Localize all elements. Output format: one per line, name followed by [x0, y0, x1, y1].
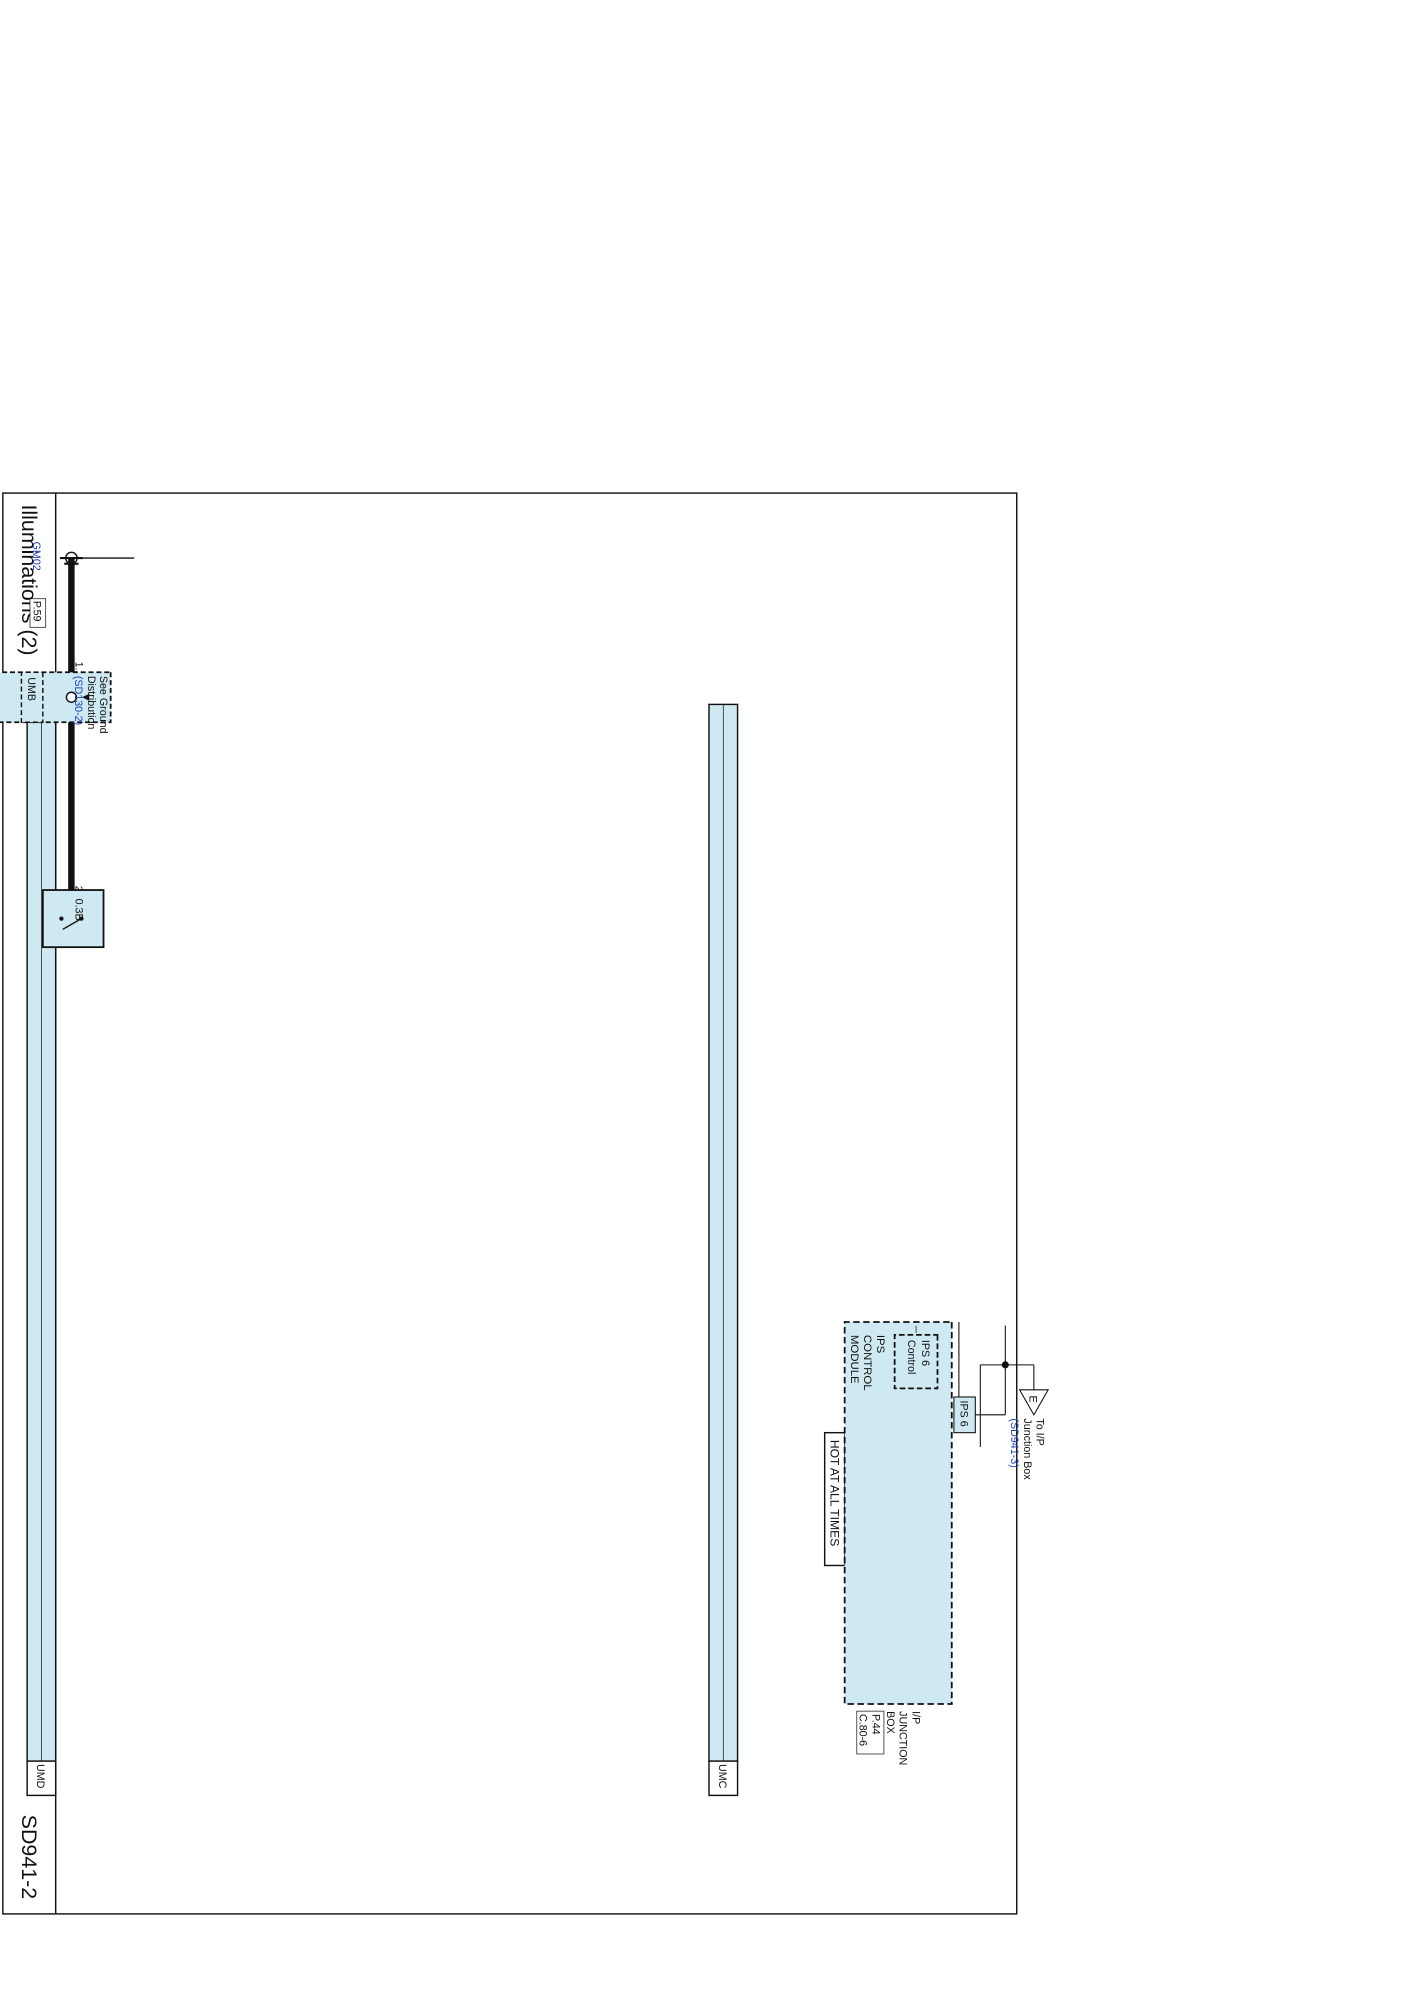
ips-module-text: IPSCONTROLMODULE — [848, 1335, 886, 1391]
ground-page-box — [29, 598, 47, 628]
switch-lever — [62, 917, 82, 930]
umc-end-box — [708, 1760, 739, 1797]
page-frame — [2, 492, 1018, 1915]
umd-end-box — [26, 1760, 57, 1797]
ground-ref: GM02 — [30, 542, 42, 571]
umc-label: UMC — [716, 1764, 728, 1789]
e-connector-ref: (SD941-3) — [1008, 1418, 1020, 1467]
e-letter: E — [1027, 1396, 1039, 1403]
ips6-control-text: IPS 6Control — [905, 1340, 931, 1375]
ground-dist-node — [65, 691, 78, 703]
ground-dist-arrow — [82, 693, 90, 701]
ipjb-ref-box — [856, 1710, 885, 1755]
ip-junction-box — [843, 1321, 953, 1705]
e-connector-triangle — [1018, 1389, 1050, 1416]
umd-label: UMD — [34, 1764, 46, 1789]
glove-switch-box — [41, 889, 105, 949]
glove-switch-pin: 2 — [73, 886, 84, 892]
ips6-control-box — [893, 1333, 939, 1390]
page-code: SD941-2 — [17, 1815, 41, 1900]
ips6-label: IPS 6 — [957, 1401, 969, 1427]
ground-dist-ref: (SD130-2) — [72, 676, 84, 725]
ipjb-name: I/PJUNCTIONBOX — [884, 1711, 922, 1765]
ground-dist-text: See GroundDistribution — [85, 676, 109, 734]
umb-box — [20, 671, 44, 723]
umb-label: UMB — [25, 677, 37, 701]
ground-page: P.59 — [31, 601, 43, 622]
switch-dot2 — [59, 916, 64, 921]
ipjb-ref: P.44C.80-6 — [857, 1714, 882, 1746]
glove-switch-wire-label: 0.3B — [73, 899, 85, 921]
e-connector-text: To I/PJunction Box — [1021, 1418, 1046, 1480]
hot-label: HOT AT ALL TIMES — [827, 1440, 841, 1546]
